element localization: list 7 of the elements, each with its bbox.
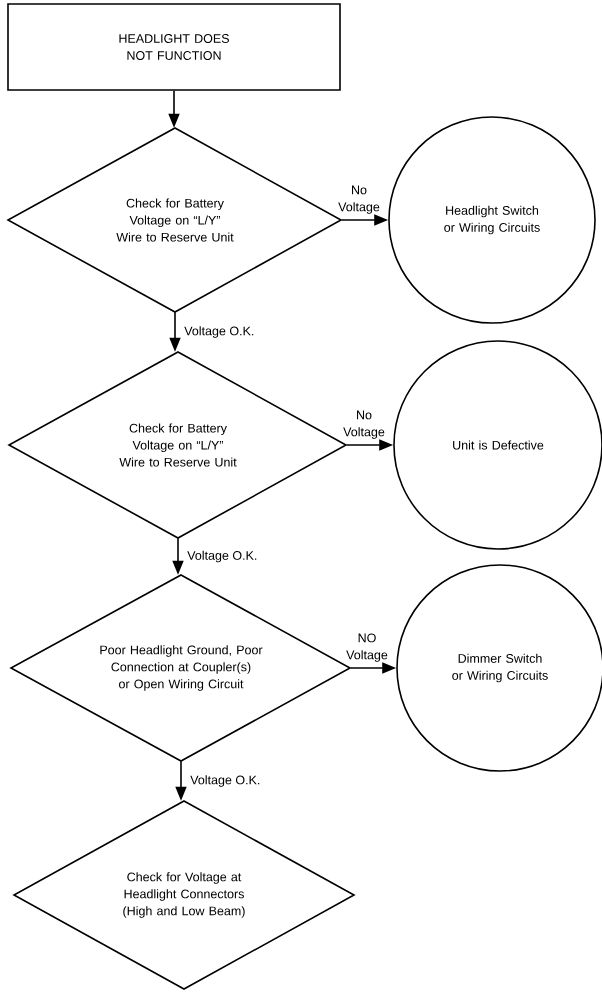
- edge-label: No Voltage: [343, 410, 385, 439]
- edge-label: NO Voltage: [346, 633, 388, 662]
- edge-label: No Voltage: [338, 185, 380, 214]
- start-box: HEADLIGHT DOES NOT FUNCTION: [7, 3, 341, 91]
- edge-label: Voltage O.K.: [183, 325, 256, 339]
- edge-label: Voltage O.K.: [186, 549, 259, 564]
- edge-label: Voltage O.K.: [189, 774, 262, 788]
